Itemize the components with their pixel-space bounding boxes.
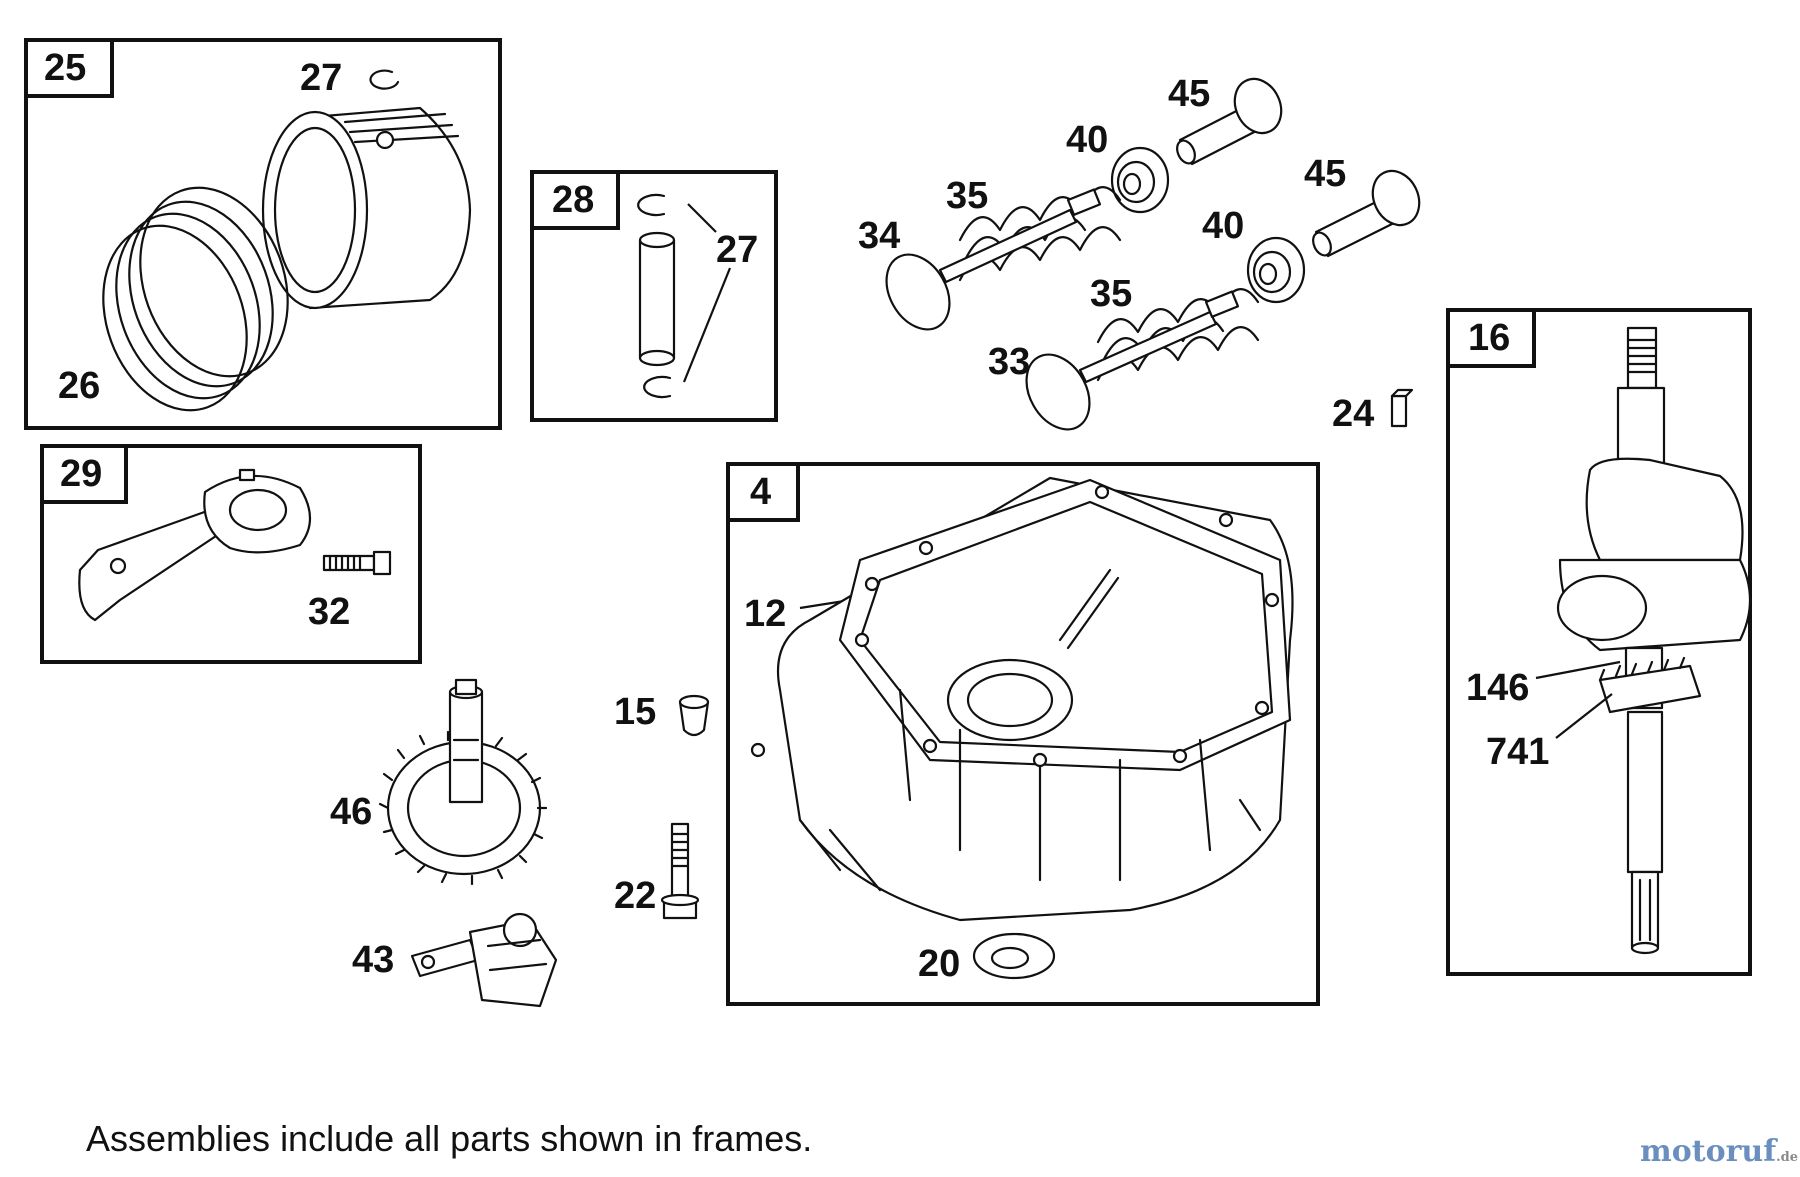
intake-valve-and-spring <box>885 186 1122 331</box>
callout-45-tappet-a: 45 <box>1168 73 1210 115</box>
governor-cap <box>678 694 710 737</box>
leader-146 <box>1535 660 1621 680</box>
frame-4-number: 4 <box>750 471 771 513</box>
callout-46-governor-gear: 46 <box>330 791 372 833</box>
piston-pin-retainer-bottom <box>643 375 672 399</box>
piston-pin-retainer-top <box>637 193 666 217</box>
frame-28-number: 28 <box>552 179 594 221</box>
valve-tappet-a <box>1176 77 1283 166</box>
frame-25-number: 25 <box>44 47 86 89</box>
crankcase-cover <box>750 476 1294 922</box>
loose-parts: 15 46 22 43 <box>330 678 710 1008</box>
callout-20-oil-seal: 20 <box>918 943 960 985</box>
governor-gear <box>378 678 548 886</box>
footnote: Assemblies include all parts shown in fr… <box>86 1118 813 1159</box>
watermark-text: motoruf <box>1640 1134 1777 1169</box>
crankshaft-key <box>1390 388 1414 428</box>
connecting-rod <box>78 468 311 622</box>
callout-35-spring-a: 35 <box>946 175 988 217</box>
callout-12-gasket: 12 <box>744 593 786 635</box>
leader-27-bottom <box>682 267 732 383</box>
frame-29-connecting-rod-assembly: 29 32 <box>40 444 422 664</box>
callout-22-bolt: 22 <box>614 875 656 917</box>
watermark-tld: .de <box>1776 1150 1799 1165</box>
callout-27-retainer-a: 27 <box>300 57 342 99</box>
crankshaft <box>1556 326 1752 955</box>
callout-146-key: 146 <box>1466 667 1529 709</box>
piston-pin <box>638 231 676 367</box>
valve-spring-retainer-a <box>1110 146 1170 214</box>
valve-spring-retainer-b <box>1246 236 1306 304</box>
callout-741-timing-gear: 741 <box>1486 731 1549 773</box>
governor-crank-assembly <box>410 912 558 1008</box>
oil-seal <box>972 932 1056 980</box>
callout-35-spring-b: 35 <box>1090 273 1132 315</box>
callout-15-cap: 15 <box>614 691 656 733</box>
frame-4-crankcase-assembly: 4 12 20 <box>726 462 1320 1006</box>
callout-27-retainer-b: 27 <box>716 229 758 271</box>
callout-43-governor-shaft: 43 <box>352 939 394 981</box>
valve-train-parts: 45 40 35 34 45 40 <box>858 73 1421 435</box>
leader-741 <box>1555 693 1613 739</box>
frame-16-number: 16 <box>1468 317 1510 359</box>
callout-40-retainer-a: 40 <box>1066 119 1108 161</box>
callout-26-ring-set: 26 <box>58 365 100 407</box>
frame-25-piston-assembly: 25 27 26 <box>24 38 502 430</box>
callout-40-retainer-b: 40 <box>1202 205 1244 247</box>
callout-34-intake-valve: 34 <box>858 215 900 257</box>
connecting-rod-bolt <box>322 550 392 576</box>
piston-pin-retainer-a <box>369 69 400 90</box>
piston <box>261 106 472 310</box>
callout-32-rod-bolt: 32 <box>308 591 350 633</box>
callout-33-exhaust-valve: 33 <box>988 341 1030 383</box>
frame-29-number: 29 <box>60 453 102 495</box>
exhaust-valve-and-spring <box>1025 288 1260 431</box>
watermark-logo: motoruf.de <box>1640 1134 1798 1169</box>
callout-45-tappet-b: 45 <box>1304 153 1346 195</box>
frame-28-piston-pin-assembly: 28 27 <box>530 170 778 422</box>
valve-tappet-b <box>1312 169 1421 258</box>
leader-27-top <box>687 203 717 233</box>
callout-24-key: 24 <box>1332 393 1374 435</box>
frame-16-crankshaft-assembly: 16 146 741 <box>1446 308 1752 976</box>
piston-rings <box>102 186 289 412</box>
crankcase-bolt <box>660 822 700 920</box>
